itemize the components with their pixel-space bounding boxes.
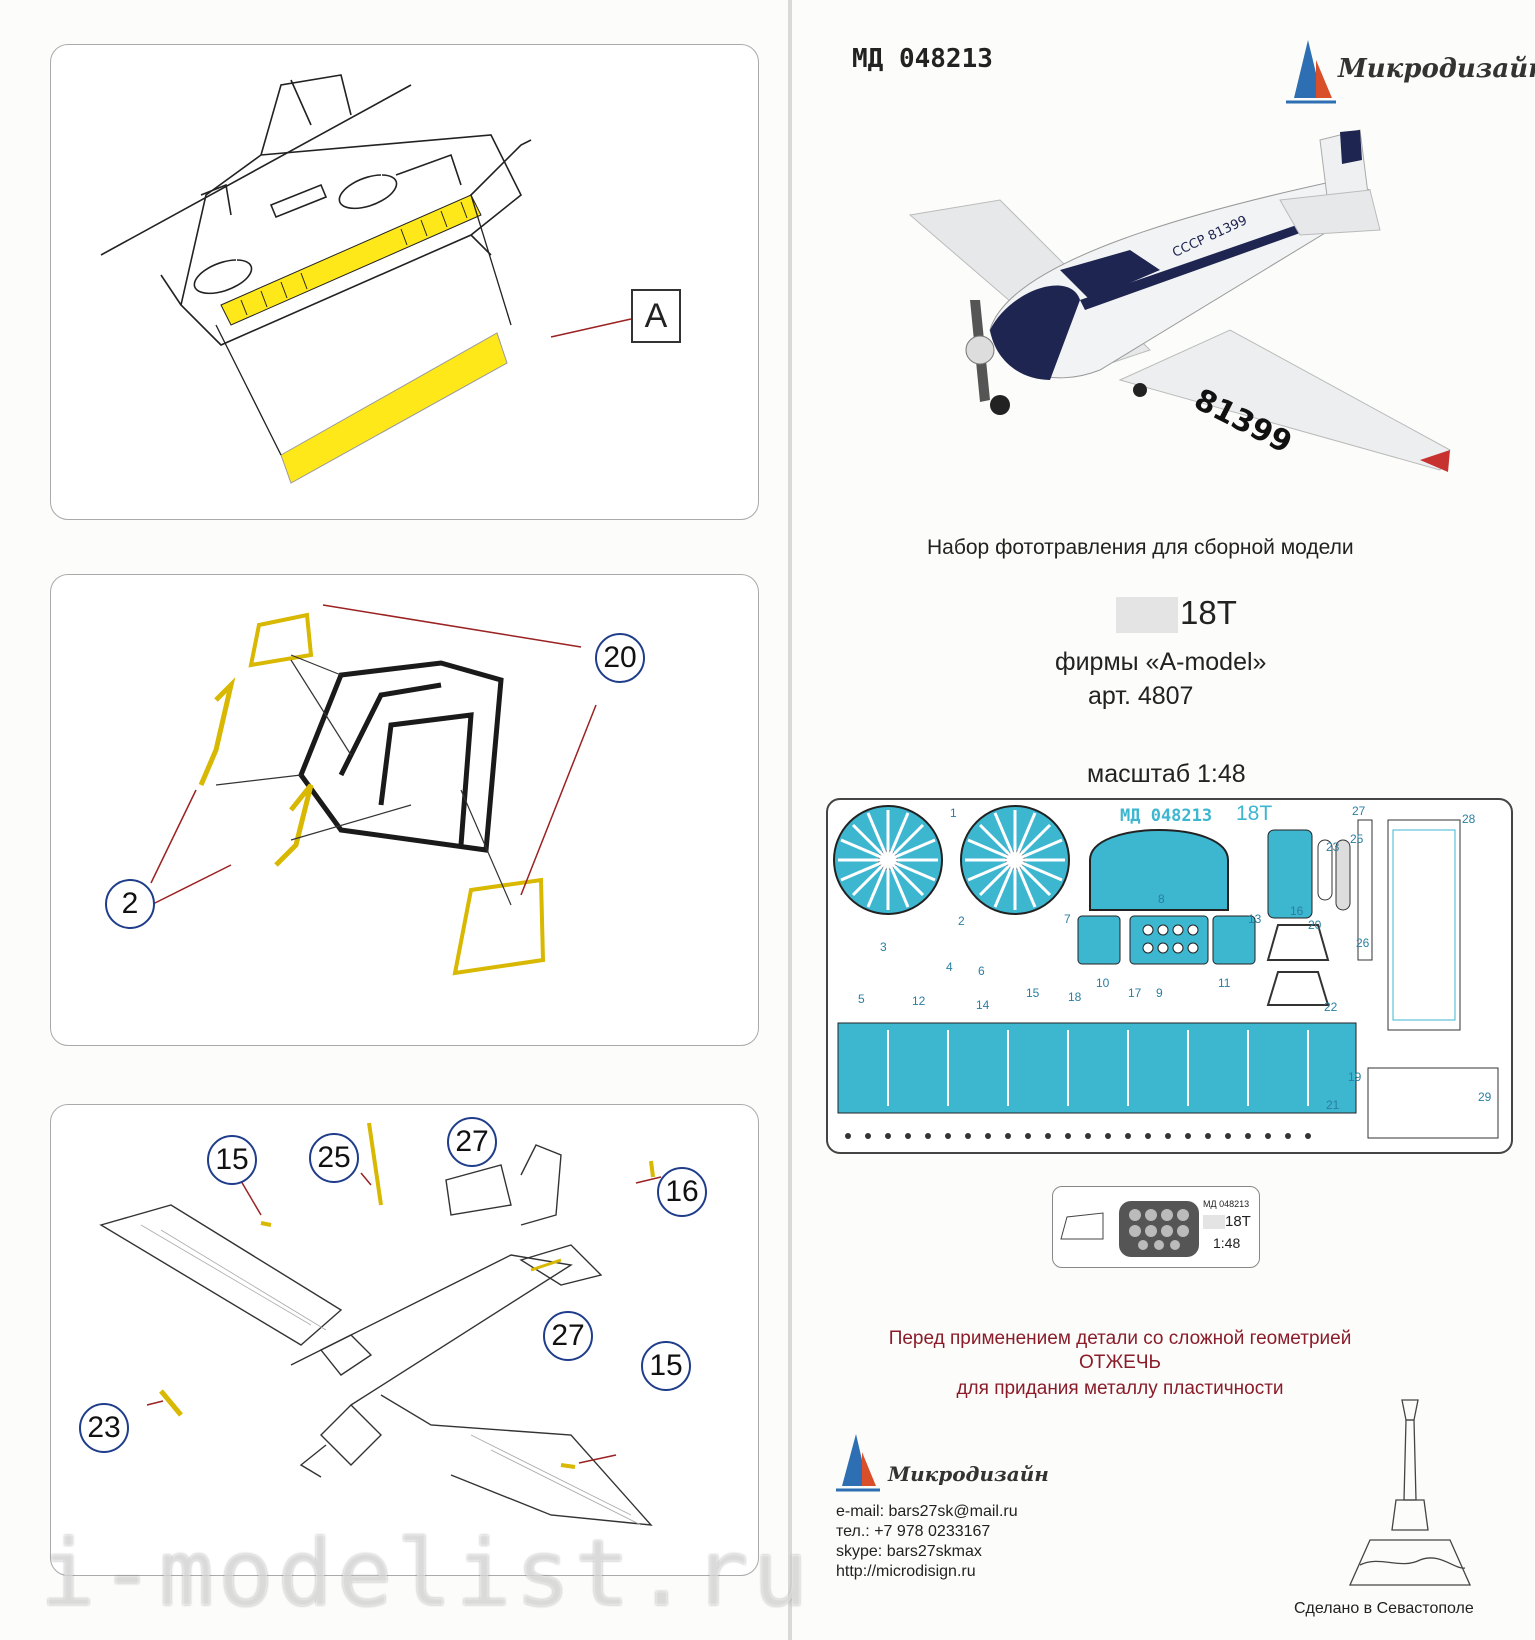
mask-scale: 1:48 xyxy=(1213,1235,1241,1251)
footer-logo-icon xyxy=(836,1434,880,1492)
fret-part-number-6: 6 xyxy=(978,964,985,978)
fret-part-number-26: 26 xyxy=(1356,936,1370,950)
fret-part-number-13: 13 xyxy=(1248,912,1262,926)
aircraft-photo: 81399 СССР 81399 xyxy=(908,129,1451,472)
fret-part-number-7: 7 xyxy=(1064,912,1071,926)
warning-line-3: для придания металлу пластичности xyxy=(956,1378,1284,1399)
floor-diagram xyxy=(100,74,632,484)
fret-part-number-19: 19 xyxy=(1348,1070,1362,1084)
made-in: Сделано в Севастополе xyxy=(1294,1600,1474,1617)
fret-model: 18T xyxy=(1236,802,1273,825)
fret-part-number-5: 5 xyxy=(858,992,865,1006)
instruction-panel-floor: A xyxy=(50,44,759,520)
warning-line-2: ОТЖЕЧЬ xyxy=(1079,1352,1161,1373)
redacted-block xyxy=(1116,597,1178,634)
fret-part-number-4: 4 xyxy=(946,960,953,974)
fret-part-number-22: 22 xyxy=(1324,1000,1338,1014)
monument-icon xyxy=(1348,1399,1472,1586)
callout-16: 16 xyxy=(657,1167,707,1217)
callout-23: 23 xyxy=(79,1403,129,1453)
warning-line-1: Перед применением детали со сложной геом… xyxy=(888,1328,1352,1349)
brand-logo-icon xyxy=(1286,40,1336,104)
page-fold xyxy=(788,0,792,1640)
subtitle: Набор фототравления для сборной модели xyxy=(927,536,1354,559)
model-title: 18T xyxy=(1116,594,1237,634)
mask-sheet: МД 048213 18T 1:48 xyxy=(1052,1186,1260,1268)
fret-part-number-27: 27 xyxy=(1352,804,1366,818)
instruction-panel-aircraft: 15 25 27 16 27 23 15 xyxy=(50,1104,759,1576)
watermark: i-modelist.ru xyxy=(40,1520,813,1627)
callout-15-top: 15 xyxy=(207,1135,257,1185)
fret-part-number-3: 3 xyxy=(880,940,887,954)
fret-part-number-25: 25 xyxy=(1350,832,1364,846)
canopy-diagram xyxy=(150,604,597,976)
brand-name: Микродизайн xyxy=(1338,54,1535,84)
fret-part-number-23: 23 xyxy=(1326,840,1340,854)
fret-part-number-21: 21 xyxy=(1326,1098,1340,1112)
model-name: 18T xyxy=(1180,594,1237,631)
fret-part-number-11: 11 xyxy=(1218,976,1231,990)
fret-part-number-18: 18 xyxy=(1068,990,1082,1004)
callout-27-top: 27 xyxy=(447,1117,497,1167)
callout-25: 25 xyxy=(309,1133,359,1183)
fret-parts xyxy=(833,805,1499,1139)
fret-part-number-10: 10 xyxy=(1096,976,1110,990)
aircraft-diagram xyxy=(99,1122,662,1526)
contact-email: e-mail: bars27sk@mail.ru xyxy=(836,1503,1018,1520)
mask-model: 18T xyxy=(1203,1213,1251,1230)
fret-part-number-9: 9 xyxy=(1156,986,1163,1000)
contact-skype: skype: bars27skmax xyxy=(836,1543,982,1560)
fret-part-number-15: 15 xyxy=(1026,986,1040,1000)
footer-brand: Микродизайн xyxy=(888,1462,1049,1486)
product-code: МД 048213 xyxy=(852,44,993,74)
instruction-panel-canopy: 20 2 xyxy=(50,574,759,1046)
contact-website: http://microdisign.ru xyxy=(836,1563,976,1580)
fret-part-number-1: 1 xyxy=(950,806,957,820)
callout-27-bottom: 27 xyxy=(543,1311,593,1361)
redacted-block xyxy=(1203,1215,1225,1230)
mask-code: МД 048213 xyxy=(1203,1199,1250,1209)
scale: масштаб 1:48 xyxy=(1087,760,1246,788)
callout-15-bottom: 15 xyxy=(641,1341,691,1391)
callout-2: 2 xyxy=(105,879,155,929)
callout-20: 20 xyxy=(595,633,645,683)
maker: фирмы «A-model» xyxy=(1055,648,1267,676)
fret-part-number-2: 2 xyxy=(958,914,965,928)
mask-parts xyxy=(1060,1201,1199,1257)
article: арт. 4807 xyxy=(1088,682,1194,710)
fret-code: МД 048213 xyxy=(1120,806,1213,826)
fret-part-number-20: 20 xyxy=(1308,918,1322,932)
fret-part-number-8: 8 xyxy=(1158,892,1165,906)
fret-part-number-12: 12 xyxy=(912,994,926,1008)
fret-part-number-17: 17 xyxy=(1128,986,1142,1000)
fret-part-number-29: 29 xyxy=(1478,1090,1492,1104)
fret-part-number-28: 28 xyxy=(1462,812,1476,826)
fret-part-number-14: 14 xyxy=(976,998,990,1012)
contact-phone: тел.: +7 978 0233167 xyxy=(836,1523,991,1540)
fret-part-number-16: 16 xyxy=(1290,904,1304,918)
part-label-a: A xyxy=(631,289,681,343)
